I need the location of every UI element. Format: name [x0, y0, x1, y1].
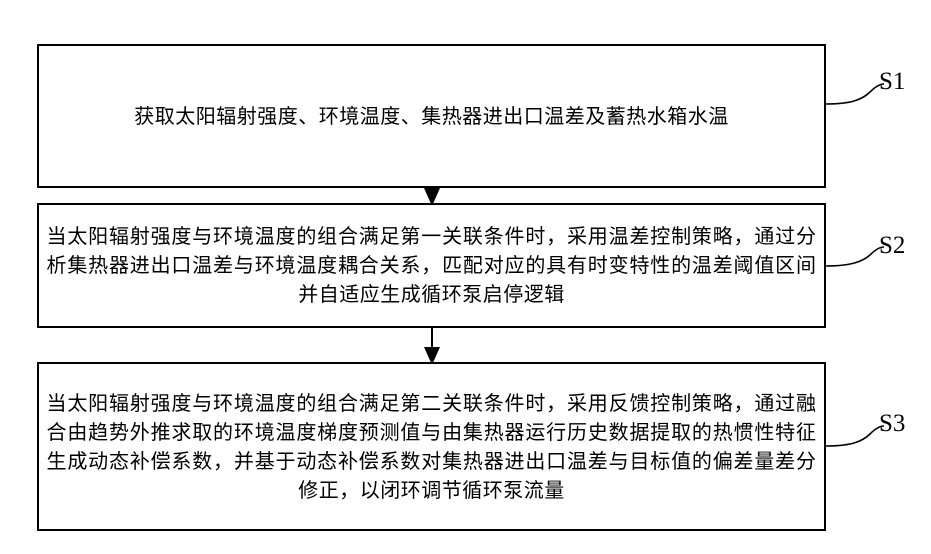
- step-label-s3: S3: [879, 410, 905, 438]
- leader-curve-s3: [826, 426, 884, 446]
- leader-curve-s1: [826, 84, 884, 104]
- step-text-s1: 获取太阳辐射强度、环境温度、集热器进出口温差及蓄热水箱水温: [47, 102, 817, 131]
- step-label-s1: S1: [879, 68, 905, 96]
- leader-curve-s2: [826, 247, 884, 266]
- step-box-s3: 当太阳辐射强度与环境温度的组合满足第二关联条件时，采用反馈控制策略，通过融合由趋…: [37, 362, 826, 531]
- step-box-s1: 获取太阳辐射强度、环境温度、集热器进出口温差及蓄热水箱水温: [37, 44, 826, 188]
- step-text-s3: 当太阳辐射强度与环境温度的组合满足第二关联条件时，采用反馈控制策略，通过融合由趋…: [47, 389, 817, 505]
- step-box-s2: 当太阳辐射强度与环境温度的组合满足第一关联条件时，采用温差控制策略，通过分析集热…: [37, 203, 826, 328]
- step-text-s2: 当太阳辐射强度与环境温度的组合满足第一关联条件时，采用温差控制策略，通过分析集热…: [47, 222, 817, 309]
- step-label-s2: S2: [879, 232, 905, 260]
